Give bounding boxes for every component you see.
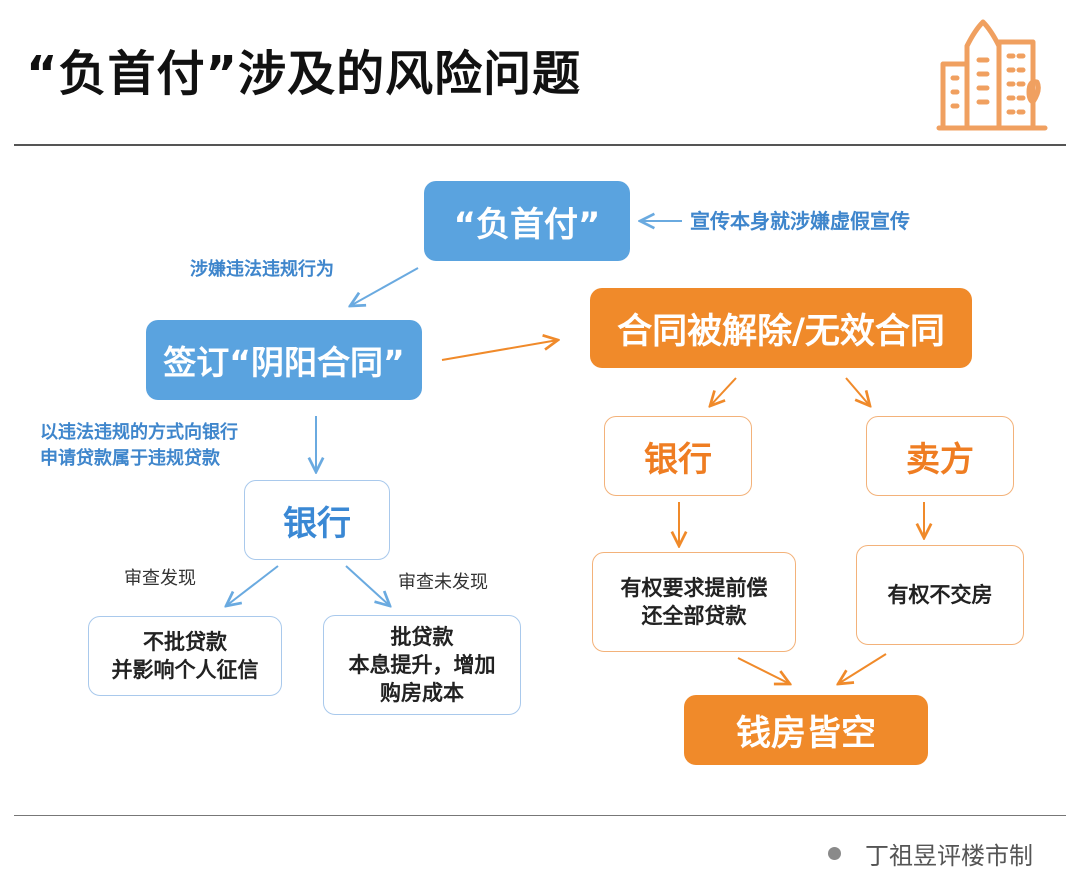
label-illegal-loan-line2: 申请贷款属于违规贷款 [40,448,220,469]
node-no-loan: 不批贷款 并影响个人征信 [88,616,282,696]
node-bank-left: 银行 [244,480,390,560]
footer-credit: 丁祖昱评楼市制 [828,836,1033,871]
label-illegal-behavior: 涉嫌违法违规行为 [190,259,334,280]
node-yin-yang-contract: 签订“阴阳合同” [146,320,422,400]
node-negative-down-payment-label: “负首付” [453,204,601,245]
node-seller: 卖方 [866,416,1014,496]
node-bank-right-action-line2: 还全部贷款 [641,604,747,628]
label-illegal-loan-line1: 以违法违规的方式向银行 [40,422,238,443]
node-no-loan-line1: 不批贷款 [143,630,227,654]
node-contract-void-label: 合同被解除/无效合同 [617,311,945,352]
node-seller-label: 卖方 [906,439,974,480]
label-review-not-found: 审查未发现 [398,572,488,593]
node-bank-left-label: 银行 [283,503,351,544]
node-loan-approved-line1: 批贷款 [390,625,454,649]
label-fake-promo: 宣传本身就涉嫌虚假宣传 [690,209,910,233]
node-seller-action: 有权不交房 [856,545,1024,645]
node-loan-approved-line3: 购房成本 [380,681,464,705]
node-no-loan-line2: 并影响个人征信 [111,658,259,682]
node-bank-right-action: 有权要求提前偿 还全部贷款 [592,552,796,652]
node-bank-right: 银行 [604,416,752,496]
buildings-icon [936,19,1048,131]
node-seller-action-label: 有权不交房 [887,583,993,607]
node-result: 钱房皆空 [684,695,928,765]
node-negative-down-payment: “负首付” [424,181,630,261]
node-contract-void: 合同被解除/无效合同 [590,288,972,368]
page-title: “负首付”涉及的风险问题 [26,46,582,102]
label-review-found: 审查发现 [124,568,196,589]
node-result-label: 钱房皆空 [735,713,876,754]
bullet-dot-icon [828,847,841,860]
footer-divider [14,815,1066,816]
node-loan-approved: 批贷款 本息提升，增加 购房成本 [323,615,521,715]
node-bank-right-action-line1: 有权要求提前偿 [620,576,768,600]
node-loan-approved-line2: 本息提升，增加 [348,653,496,677]
node-yin-yang-contract-label: 签订“阴阳合同” [163,343,405,382]
footer-credit-text: 丁祖昱评楼市制 [865,842,1033,870]
node-bank-right-label: 银行 [644,439,712,480]
header-divider [14,144,1066,146]
